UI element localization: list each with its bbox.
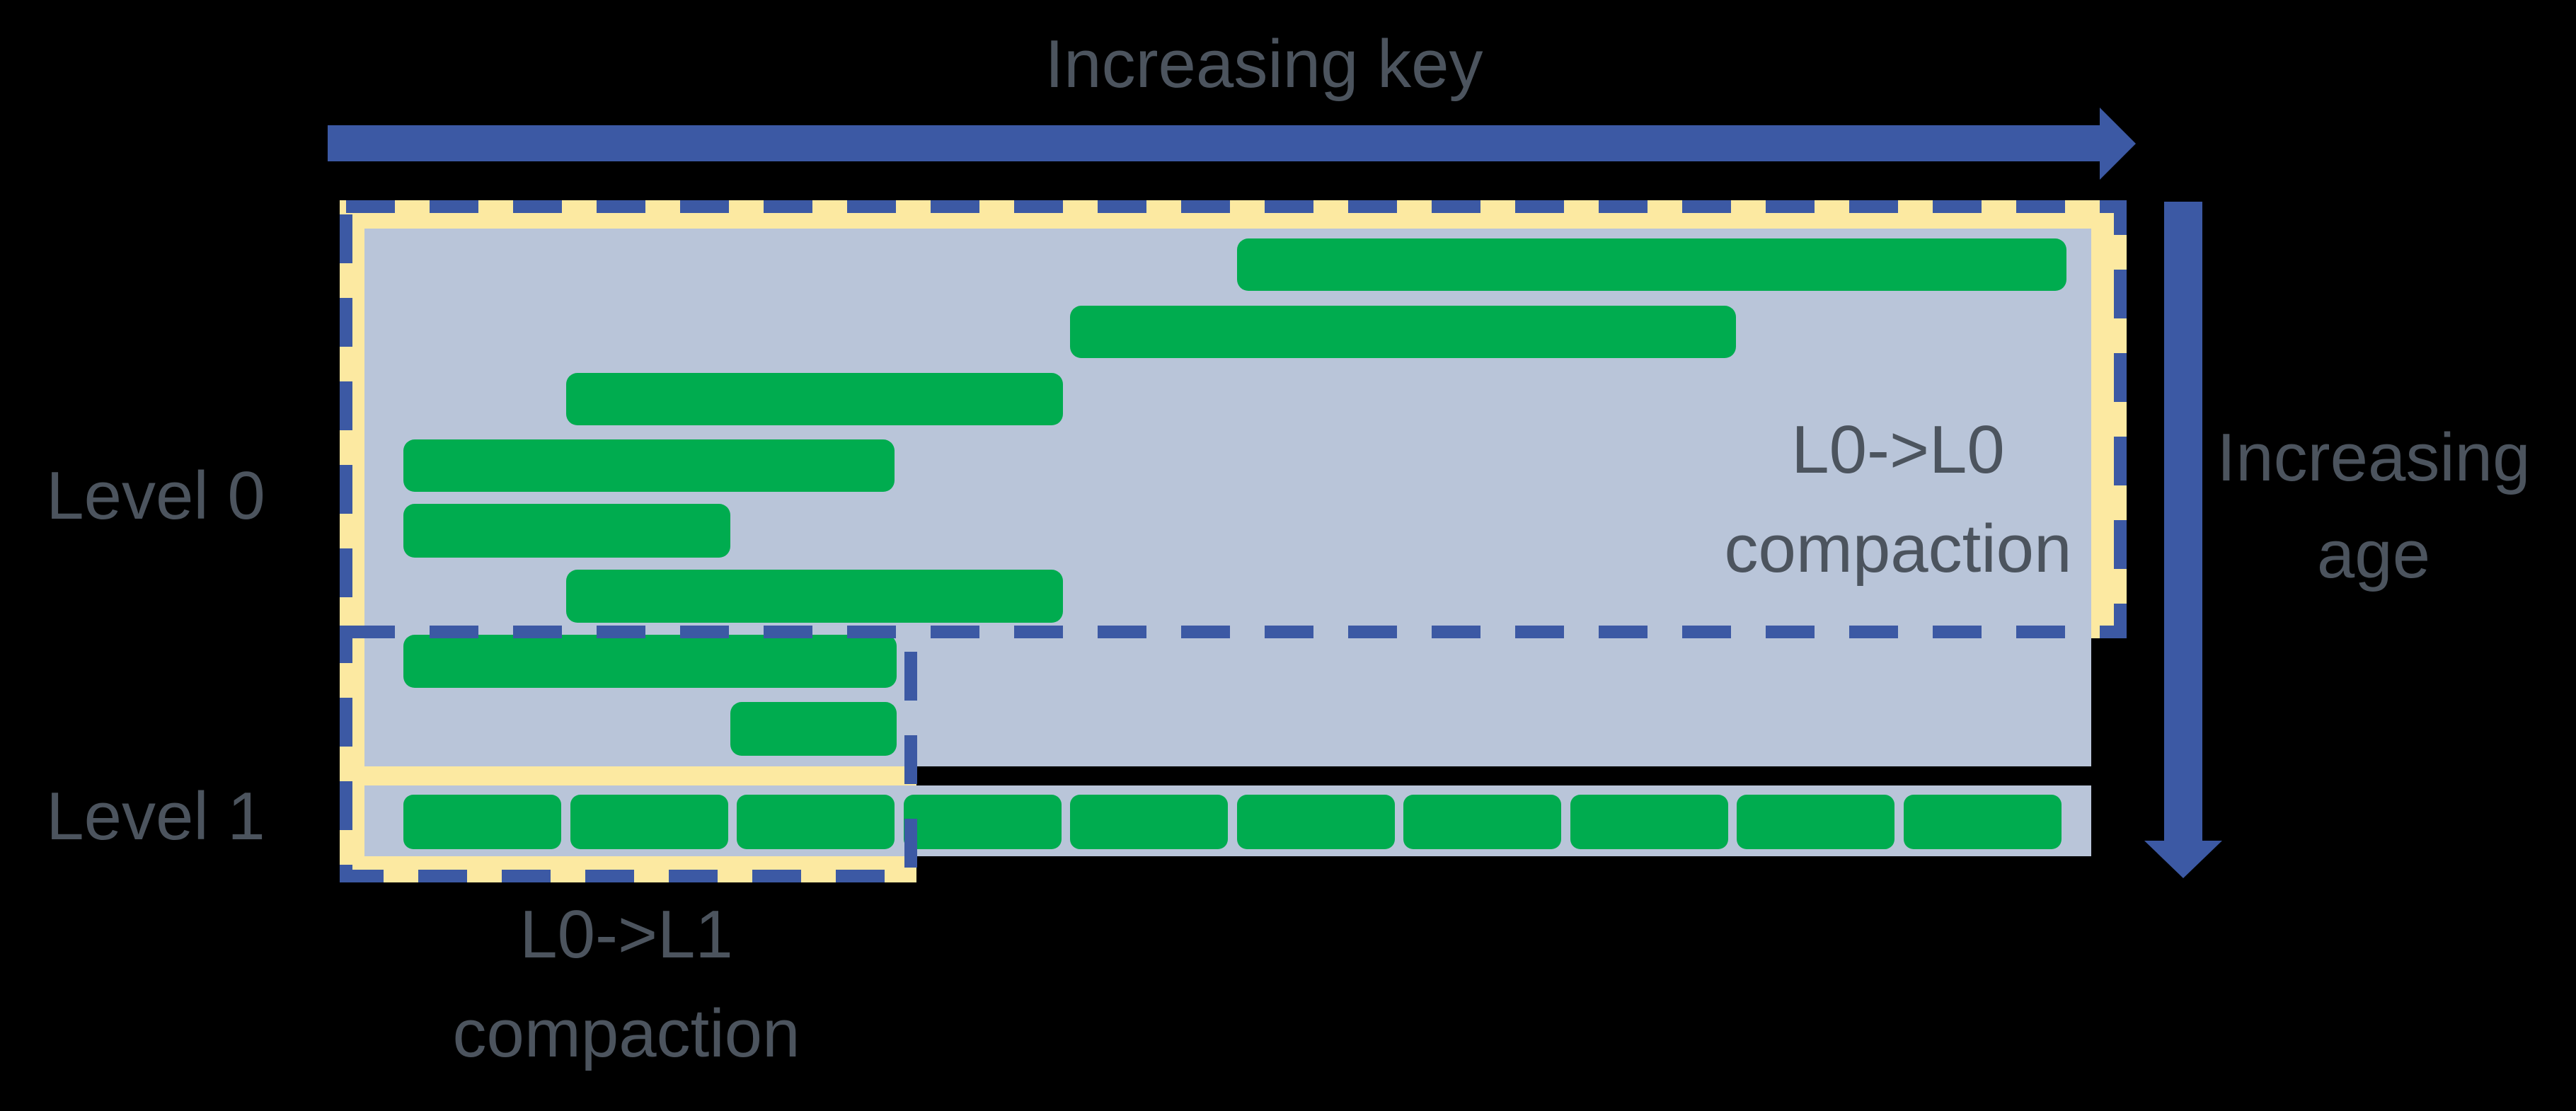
level0-sstable-bar [730,702,897,756]
level0-sstable-bar [403,439,895,492]
l0-l0-compaction-annotation-line2: compaction [1724,511,2072,587]
level0-label: Level 0 [46,458,265,534]
increasing-key-arrow-shaft [328,125,2100,161]
increasing-key-axis-label: Increasing key [1045,26,1483,102]
increasing-age-axis-label-line2: age [2316,517,2431,592]
level1-sstable-bar [1403,795,1561,849]
level0-sstable-bar [403,504,730,558]
level0-sstable-bar [566,373,1063,425]
level1-sstable-bar [1237,795,1395,849]
level1-label: Level 1 [46,778,265,854]
level1-sstable-bar [1570,795,1728,849]
l0-l1-compaction-annotation: L0->L1 compaction [272,885,980,1083]
level0-sstable-bar [403,635,897,688]
increasing-age-arrow-head-icon [2144,841,2222,878]
increasing-age-axis-label: Increasing age [2091,409,2576,603]
l0-l0-compaction-annotation-line1: L0->L0 [1791,412,2005,488]
level1-sstable-bar [1904,795,2062,849]
level0-sstable-bar [1070,306,1736,358]
level0-sstable-bar [566,570,1063,623]
l0-l1-compaction-annotation-line2: compaction [452,996,800,1071]
l0-l1-compaction-annotation-line1: L0->L1 [519,897,733,972]
level1-sstable-bar [403,795,561,849]
level1-sstable-bar [1070,795,1228,849]
level1-sstable-bar [737,795,895,849]
level1-sstable-bar [570,795,728,849]
level1-sstable-bar [904,795,1062,849]
increasing-key-arrow-head-icon [2100,108,2136,180]
level0-sstable-bar [1237,238,2066,291]
level1-sstable-bar [1737,795,1894,849]
l0-l0-compaction-annotation: L0->L0 compaction [1544,401,2252,599]
increasing-age-axis-label-line1: Increasing [2216,420,2531,495]
increasing-age-arrow-shaft [2164,202,2202,841]
